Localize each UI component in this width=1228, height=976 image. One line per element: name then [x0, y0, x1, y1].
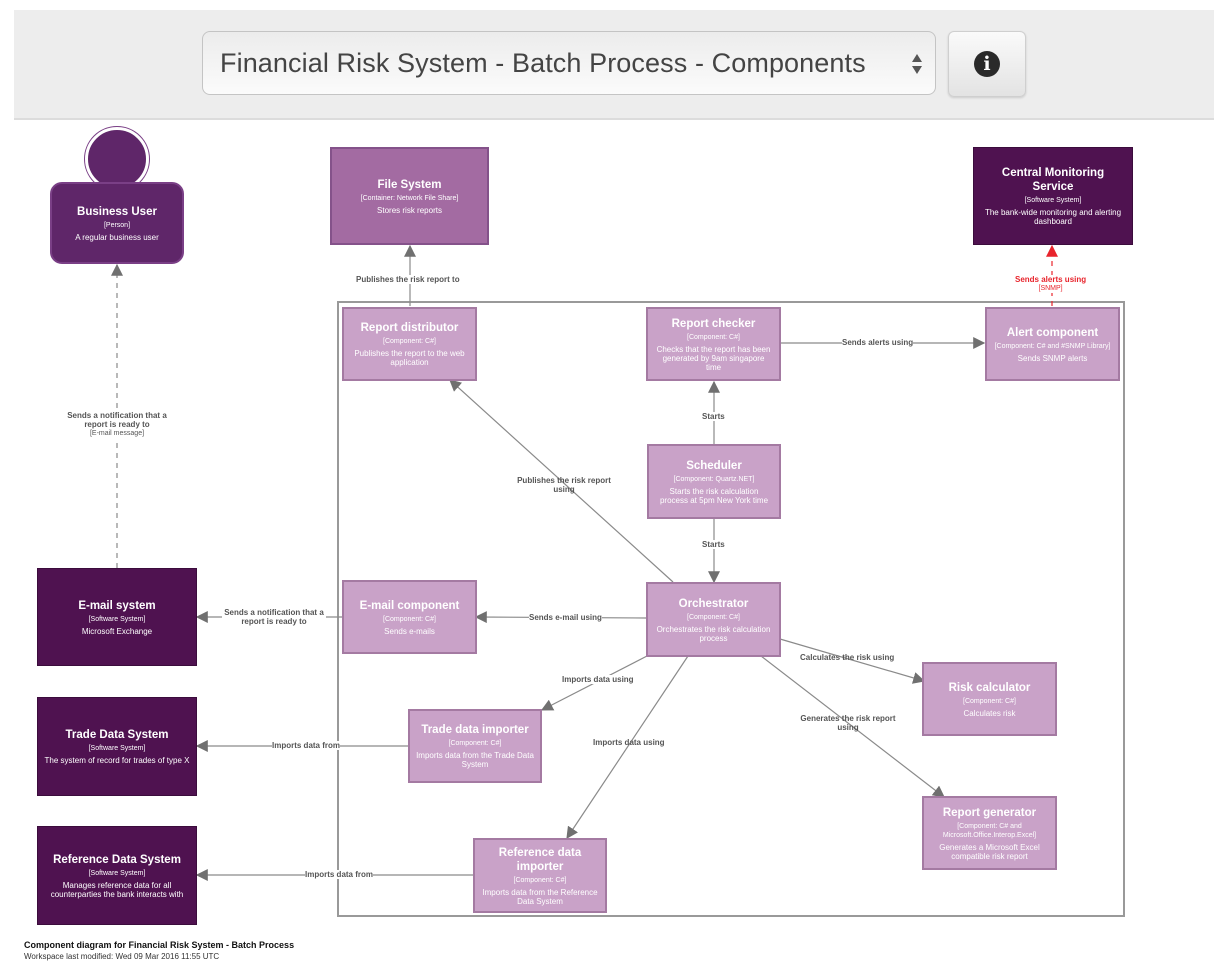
element-type: [Component: Quartz.NET] — [673, 475, 755, 483]
relationship-technology: [SNMP] — [1038, 285, 1063, 292]
last-modified: Workspace last modified: Wed 09 Mar 2016… — [24, 952, 220, 961]
element-name: Trade data importer — [421, 724, 529, 736]
element-description: Orchestrates the risk calculation proces… — [656, 624, 771, 643]
label-orchestrator-to-email: Sends e-mail using — [529, 613, 602, 622]
element-type: [Person] — [103, 222, 131, 229]
element-description: Manages reference data for all counterpa… — [50, 880, 184, 899]
label-orchestrator-to-distributor: Publishes the risk report using — [517, 476, 611, 494]
element-name: Orchestrator — [678, 597, 749, 610]
element-description: Stores risk reports — [377, 205, 442, 215]
info-button[interactable]: i — [948, 31, 1026, 97]
element-trade-data-system[interactable]: Trade Data System [Software System] The … — [37, 697, 197, 796]
element-type: [Component: C#] — [513, 876, 567, 884]
element-name: File System — [377, 178, 442, 191]
selected-view-label: Financial Risk System - Batch Process - … — [220, 47, 866, 78]
business-user-text: Business User [Person] A regular busines… — [50, 205, 184, 242]
element-description: Sends SNMP alerts — [1017, 353, 1088, 363]
edge-orchestrator-to-generator — [760, 655, 945, 798]
element-name: Trade Data System — [65, 729, 169, 741]
element-type: [Component: C#] — [383, 615, 436, 623]
label-scheduler-to-orchestrator: Starts — [702, 540, 725, 549]
element-name: Alert component — [1006, 326, 1099, 339]
element-central-monitoring-service[interactable]: Central Monitoring Service [Software Sys… — [973, 147, 1133, 245]
element-alert-component[interactable]: Alert component [Component: C# and #SNMP… — [985, 307, 1120, 381]
diagram-title: Component diagram for Financial Risk Sys… — [24, 940, 295, 950]
element-type: [Component: C# and #SNMP Library] — [994, 342, 1111, 350]
element-type: [Component: C#] — [963, 697, 1016, 705]
element-description: Generates a Microsoft Excel compatible r… — [939, 842, 1040, 861]
element-description: A regular business user — [75, 233, 159, 242]
element-name: Risk calculator — [948, 681, 1031, 694]
label-email-to-user: Sends a notification that a report is re… — [60, 411, 174, 438]
element-type: [Software System] — [88, 745, 146, 752]
relationship-text: Sends a notification that a report is re… — [67, 411, 167, 429]
element-description: The system of record for trades of type … — [44, 756, 190, 765]
element-type: [Component: C#] — [383, 338, 436, 345]
diagram-view-select[interactable]: Financial Risk System - Batch Process - … — [202, 31, 936, 95]
element-scheduler[interactable]: Scheduler [Component: Quartz.NET] Starts… — [647, 444, 781, 519]
element-report-generator[interactable]: Report generator [Component: C# and Micr… — [922, 796, 1057, 870]
element-description: The bank-wide monitoring and alerting da… — [984, 208, 1122, 226]
element-description: Imports data from the Trade Data System — [416, 751, 534, 769]
element-name: E-mail component — [359, 599, 460, 612]
element-type: [Software System] — [1024, 197, 1082, 204]
element-description: Calculates risk — [963, 708, 1016, 718]
person-head-shape — [85, 127, 149, 191]
element-type: [Component: C#] — [687, 333, 740, 341]
element-name: Report generator — [942, 806, 1037, 819]
element-business-user[interactable] — [50, 182, 184, 264]
element-reference-data-importer[interactable]: Reference data importer [Component: C#] … — [473, 838, 607, 913]
diagram-footer: Component diagram for Financial Risk Sys… — [24, 940, 294, 961]
element-orchestrator[interactable]: Orchestrator [Component: C#] Orchestrate… — [646, 582, 781, 657]
info-icon: i — [974, 51, 1000, 77]
element-name: Central Monitoring Service — [1001, 167, 1105, 193]
element-description: Starts the risk calculation process at 5… — [659, 486, 769, 505]
label-scheduler-to-checker: Starts — [702, 412, 725, 421]
label-checker-to-alert: Sends alerts using — [842, 338, 914, 347]
element-description: Checks that the report has been generate… — [656, 344, 771, 372]
element-report-checker[interactable]: Report checker [Component: C#] Checks th… — [646, 307, 781, 381]
label-orchestrator-to-generator: Generates the risk report using — [800, 714, 896, 732]
element-type: [Component: C#] — [448, 740, 502, 747]
element-reference-data-system[interactable]: Reference Data System [Software System] … — [37, 826, 197, 925]
label-orchestrator-to-calculator: Calculates the risk using — [800, 653, 895, 662]
element-email-system[interactable]: E-mail system [Software System] Microsof… — [37, 568, 197, 666]
element-name: Report checker — [671, 317, 756, 330]
element-report-distributor[interactable]: Report distributor [Component: C#] Publi… — [342, 307, 477, 381]
element-name: Reference data importer — [498, 846, 582, 873]
label-orchestrator-to-ref-importer: Imports data using — [593, 738, 665, 747]
edge-orchestrator-to-distributor — [449, 379, 674, 583]
element-name: Scheduler — [686, 459, 742, 472]
edge-orchestrator-to-ref-importer — [566, 655, 689, 839]
element-type: [Software System] — [88, 869, 146, 877]
label-trade-importer-to-tds: Imports data from — [272, 741, 341, 750]
label-orchestrator-to-trade-importer: Imports data using — [562, 675, 634, 684]
element-description: Imports data from the Reference Data Sys… — [482, 887, 598, 906]
element-type: [Component: C#] — [687, 613, 740, 621]
label-alert-to-monitoring: Sends alerts using [SNMP] — [1015, 275, 1087, 293]
element-name: Report distributor — [360, 322, 459, 334]
label-ref-importer-to-rds: Imports data from — [305, 870, 374, 879]
element-name: Business User — [77, 206, 157, 218]
label-distributor-to-fs: Publishes the risk report to — [356, 275, 460, 284]
element-type: [Container: Network File Share] — [360, 194, 459, 202]
batch-process-boundary — [337, 301, 1125, 917]
edge-orchestrator-to-calculator — [779, 638, 926, 684]
element-description: Microsoft Exchange — [81, 626, 153, 636]
element-type: [Software System] — [88, 615, 146, 623]
element-risk-calculator[interactable]: Risk calculator [Component: C#] Calculat… — [922, 662, 1057, 736]
element-file-system[interactable]: File System [Container: Network File Sha… — [330, 147, 489, 245]
element-trade-data-importer[interactable]: Trade data importer [Component: C#] Impo… — [408, 709, 542, 783]
label-email-comp-to-email-sys: Sends a notification that a report is re… — [222, 608, 326, 626]
relationship-text: Sends alerts using — [1015, 275, 1087, 284]
select-updown-icon — [912, 54, 922, 74]
element-name: Reference Data System — [53, 853, 181, 866]
relationship-technology: [E-mail message] — [89, 430, 145, 437]
element-description: Sends e-mails — [384, 626, 435, 636]
element-description: Publishes the report to the web applicat… — [354, 349, 465, 367]
element-name: E-mail system — [78, 599, 156, 612]
element-type: [Component: C# and Microsoft.Office.Inte… — [942, 822, 1037, 839]
element-email-component[interactable]: E-mail component [Component: C#] Sends e… — [342, 580, 477, 654]
